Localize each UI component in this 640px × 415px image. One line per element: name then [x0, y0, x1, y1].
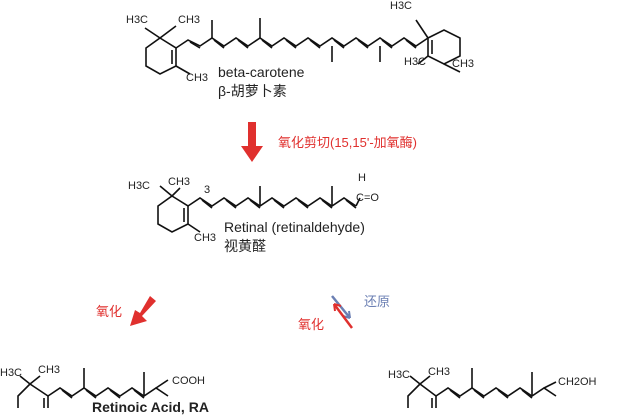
atom-label: H3C [390, 0, 413, 12]
cleavage-label: 氧化剪切(15,15'-加氧酶) [278, 135, 418, 150]
retinal-structure [157, 185, 361, 233]
atom-label: CH3 [428, 366, 451, 378]
atom-label: 3 [204, 184, 211, 196]
atom-label: C=O [356, 192, 379, 204]
atom-label: H3C [126, 14, 149, 26]
retinoic-acid-structure [17, 368, 169, 408]
atom-label: CH3 [178, 14, 201, 26]
atom-label: H3C [0, 367, 23, 379]
retinol-structure [407, 368, 557, 408]
atom-label: H3C [128, 180, 151, 192]
beta-carotene-name-cn: β-胡萝卜素 [218, 83, 287, 99]
atom-label: CH3 [168, 176, 191, 188]
oxidation-label-right: 氧化 [298, 317, 325, 332]
atom-label: CH3 [452, 58, 475, 70]
retinal-name: Retinal (retinaldehyde) [224, 219, 365, 235]
reduction-label: 还原 [364, 294, 391, 309]
atom-label: CH3 [186, 72, 209, 84]
beta-carotene-name: beta-carotene [218, 64, 305, 80]
cleavage-arrow [241, 122, 263, 162]
beta-carotene-structure [144, 18, 461, 75]
oxidation-arrow-right [333, 303, 353, 329]
atom-label: COOH [172, 375, 205, 387]
atom-label: H3C [404, 56, 427, 68]
oxidation-arrow-left [130, 296, 156, 326]
atom-label: CH2OH [558, 376, 597, 388]
atom-label: CH3 [38, 364, 61, 376]
reduction-arrow [331, 295, 351, 319]
retinal-name-cn: 视黄醛 [224, 238, 266, 254]
oxidation-label-left: 氧化 [96, 304, 123, 319]
atom-label: CH3 [194, 232, 217, 244]
atom-label: H3C [388, 369, 411, 381]
atom-label: H [358, 172, 366, 184]
